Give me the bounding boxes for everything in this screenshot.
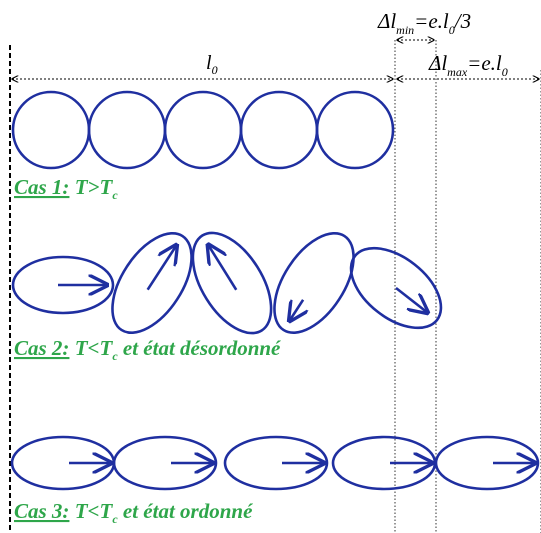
case3-caption: Cas 3: T<Tc et état ordonné xyxy=(14,499,253,526)
l0-label: l0 xyxy=(206,52,218,77)
case2-ellipse-group xyxy=(177,220,287,347)
case2-spin-arrow xyxy=(289,300,303,321)
case2-condition: T<T xyxy=(69,336,113,360)
case1-condition: T>T xyxy=(69,175,113,199)
case2-caption: Cas 2: T<Tc et état désordonné xyxy=(14,336,281,363)
l0-label-sub: 0 xyxy=(212,63,218,77)
case1-circle xyxy=(241,92,317,168)
case2-spin-arrow xyxy=(208,245,236,290)
case1-prefix: Cas 1: xyxy=(14,175,69,199)
dlmin-tail: /3 xyxy=(454,9,471,33)
case2-prefix: Cas 2: xyxy=(14,336,69,360)
case1-circle xyxy=(89,92,165,168)
case3-condition-tail: et état ordonné xyxy=(118,499,253,523)
dlmin-label: Δlmin=e.l0/3 xyxy=(377,9,471,37)
case1-condition-sub: c xyxy=(112,188,118,202)
case2-spin-arrow xyxy=(396,288,428,313)
dlmax-rhs-sub: 0 xyxy=(502,65,508,79)
dlmax-rhs: =e.l xyxy=(467,51,502,75)
dlmin-rhs: =e.l xyxy=(414,9,449,33)
case1-circles xyxy=(13,92,393,168)
case3-ellipse-group xyxy=(333,437,435,489)
case2-spin-arrow xyxy=(148,245,177,289)
dlmax-label: Δlmax=e.l0 xyxy=(428,51,508,79)
case3-ellipse-group xyxy=(436,437,538,489)
case1-circle xyxy=(317,92,393,168)
case2-condition-tail: et état désordonné xyxy=(118,336,281,360)
case3-condition: T<T xyxy=(69,499,113,523)
case3-ellipses xyxy=(12,437,538,489)
dlmin-delta: Δl xyxy=(377,9,396,33)
case3-ellipse-group xyxy=(12,437,114,489)
dlmin-sub: min xyxy=(396,23,414,37)
case2-ellipses xyxy=(13,220,455,347)
case1-circle xyxy=(13,92,89,168)
case2-ellipse-group xyxy=(337,232,456,343)
case3-ellipse-group xyxy=(225,437,327,489)
case3-ellipse-group xyxy=(114,437,216,489)
case1-circle xyxy=(165,92,241,168)
case2-ellipse-group xyxy=(13,257,113,313)
dlmax-delta: Δl xyxy=(428,51,447,75)
case1-caption: Cas 1: T>Tc xyxy=(14,175,118,202)
case3-prefix: Cas 3: xyxy=(14,499,69,523)
dlmax-sub: max xyxy=(447,65,468,79)
